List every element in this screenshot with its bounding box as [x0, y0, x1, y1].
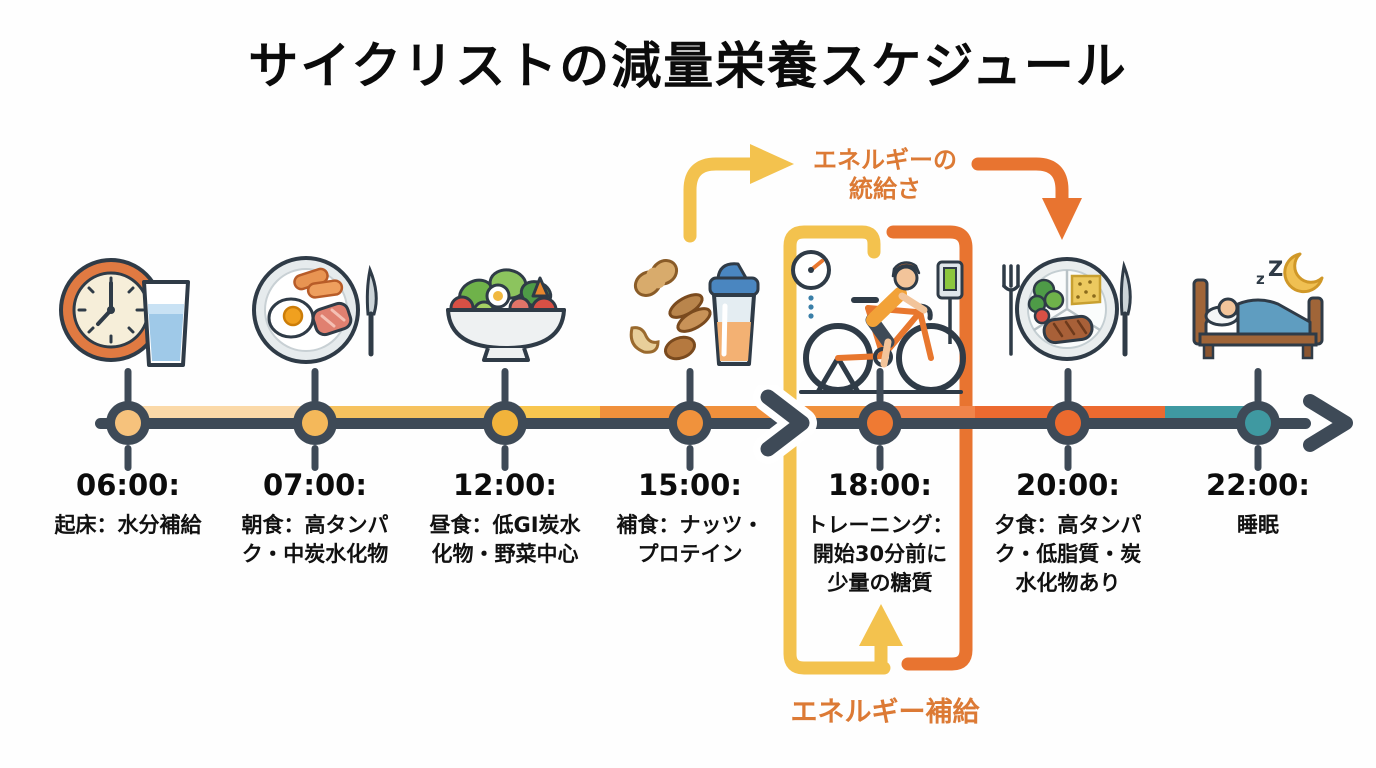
timeline-end-arrow-icon [1303, 394, 1353, 452]
timeline-dot-fill [302, 410, 328, 436]
timeline-event-0700: 07:00: 朝食：高タンパ ク・中炭水化物 [205, 368, 425, 648]
event-time: 18:00: [828, 468, 932, 502]
tick-mark [501, 368, 509, 404]
salad-bowl-icon [446, 268, 566, 362]
timeline-dot [1236, 401, 1280, 445]
timeline-dot [293, 401, 337, 445]
svg-text:Z: Z [1268, 257, 1283, 281]
timeline-event-1500: 15:00: 補食：ナッツ・ プロテイン [580, 368, 800, 648]
breakfast-plate-icon [252, 256, 378, 364]
event-description: 昼食：低GI炭水 化物・野菜中心 [429, 513, 581, 566]
tick-mark [686, 368, 694, 404]
page-title: サイクリストの減量栄養スケジュール [248, 37, 1128, 95]
timeline-event-0600: 06:00: 起床：水分補給 [18, 368, 238, 648]
tick-mark [1064, 368, 1072, 404]
energy-supply-label: エネルギーの 統給さ [813, 146, 957, 203]
timeline-dot-fill [867, 410, 893, 436]
tick-mark [1254, 445, 1262, 471]
event-time: 12:00: [453, 468, 557, 502]
tick-mark [1254, 368, 1262, 404]
timeline-event-2000: 20:00: 夕食：高タンパ ク・低脂質・炭 水化物あり [958, 368, 1178, 648]
event-description: 朝食：高タンパ ク・中炭水化物 [241, 513, 389, 566]
band-segment [128, 406, 315, 419]
event-description: 起床：水分補給 [54, 513, 202, 537]
tick-mark [876, 368, 884, 404]
timeline-dot [1046, 401, 1090, 445]
tick-mark [1064, 445, 1072, 471]
timeline-dot [858, 401, 902, 445]
timeline-dot [483, 401, 527, 445]
tick-mark [124, 368, 132, 404]
event-time: 15:00: [638, 468, 742, 502]
dinner-plate-icon [1002, 257, 1132, 361]
band-segment [315, 406, 505, 419]
tick-mark [311, 445, 319, 471]
event-description: トレーニング： 開始30分前に 少量の糖質 [806, 513, 954, 595]
event-description: 睡眠 [1237, 513, 1279, 537]
clock-water-glass-icon [59, 258, 190, 367]
timeline-dot-fill [115, 410, 141, 436]
event-description: 補食：ナッツ・ プロテイン [616, 513, 764, 566]
energy-refuel-label: エネルギー補給 [790, 697, 980, 728]
band-segment [505, 406, 600, 419]
event-time: 20:00: [1016, 468, 1120, 502]
tick-mark [311, 368, 319, 404]
timeline-dot-fill [1055, 410, 1081, 436]
tick-mark [124, 445, 132, 471]
timeline-dot-fill [492, 410, 518, 436]
event-time: 07:00: [263, 468, 367, 502]
event-time: 22:00: [1206, 468, 1310, 502]
band-segment [1165, 406, 1258, 419]
timeline-event-1800: 18:00: トレーニング： 開始30分前に 少量の糖質 [770, 368, 990, 648]
timeline-dot [106, 401, 150, 445]
timeline-dot-fill [1245, 410, 1271, 436]
timeline-dot [668, 401, 712, 445]
tick-mark [501, 445, 509, 471]
timeline-dot-fill [677, 410, 703, 436]
nuts-protein-shaker-icon [629, 259, 760, 366]
tick-mark [686, 445, 694, 471]
timeline-event-1200: 12:00: 昼食：低GI炭水 化物・野菜中心 [395, 368, 615, 648]
svg-text:z: z [1256, 270, 1265, 288]
event-time: 06:00: [76, 468, 180, 502]
event-description: 夕食：高タンパ ク・低脂質・炭 水化物あり [994, 513, 1142, 595]
sleeping-bed-icon: z Z [1192, 252, 1324, 360]
timeline-event-2200: 22:00: 睡眠 [1148, 368, 1368, 648]
